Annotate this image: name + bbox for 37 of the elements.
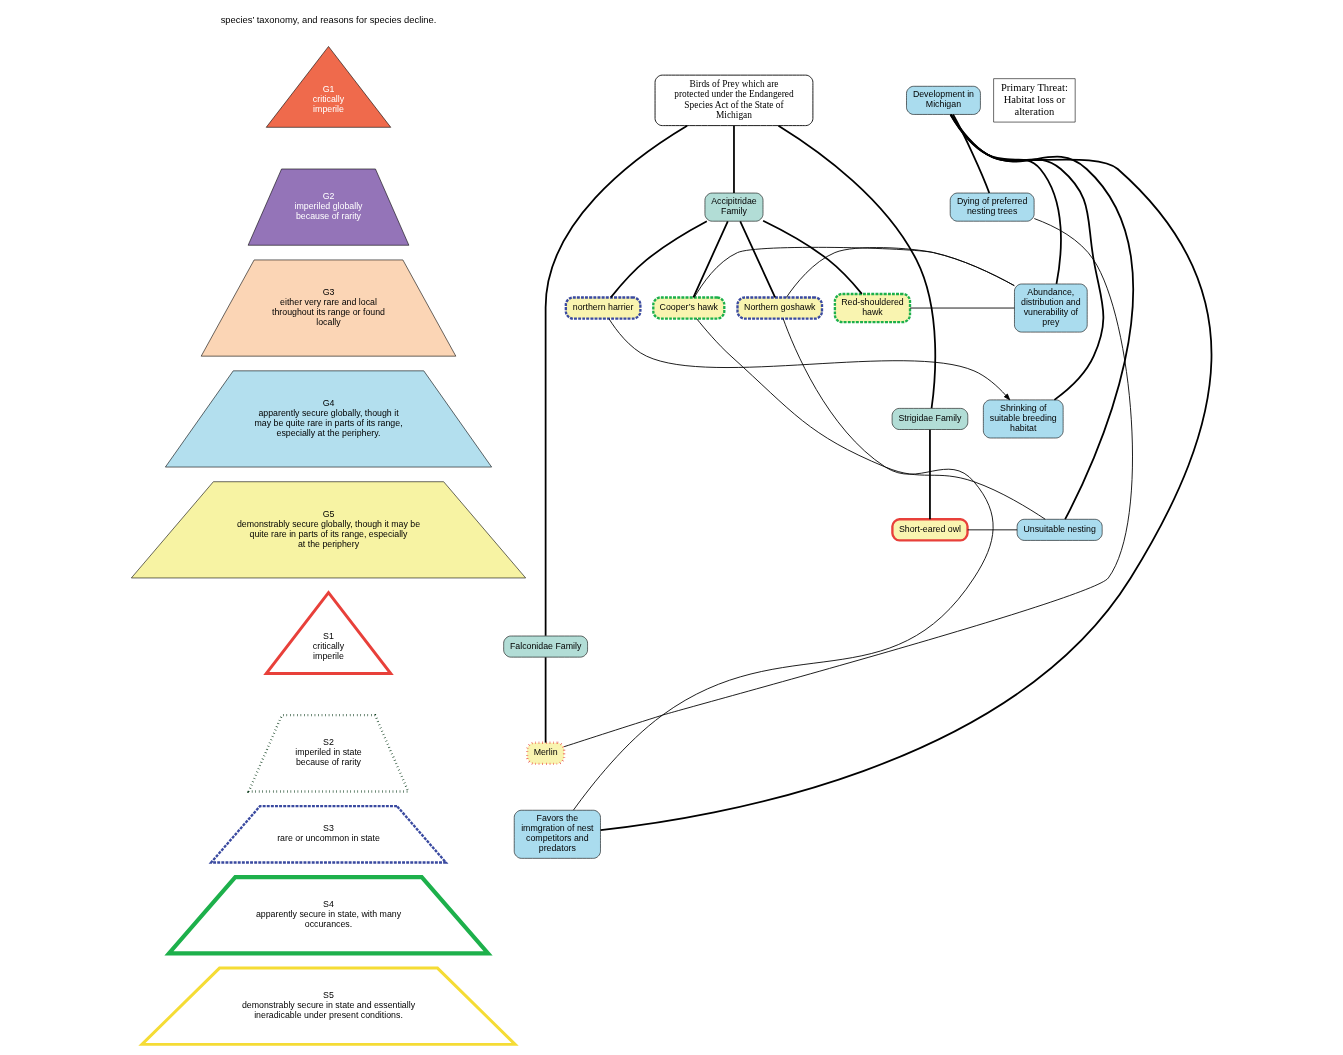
connector	[777, 124, 937, 410]
label: species’ taxonomy, and reasons for species decline.	[220, 15, 437, 26]
node-box: Dying of preferred nesting trees	[949, 192, 1035, 222]
connector	[733, 124, 735, 194]
node-box: Abundance, distribution and vunerability of prey	[1014, 283, 1088, 333]
connector	[909, 307, 1015, 309]
node-box: Cooper’s hawk	[652, 296, 726, 320]
connector	[762, 219, 863, 295]
node-box: Unsuitable nesting	[1016, 519, 1103, 541]
connector	[785, 247, 1015, 298]
node-box: Red-shouldered hawk	[833, 292, 912, 324]
node-box: Favors the immgration of nest competitors and predators	[513, 809, 601, 859]
connector	[544, 124, 689, 637]
connector	[573, 318, 994, 811]
connector	[599, 113, 1213, 831]
node-box: Strigidae Family	[891, 408, 969, 430]
node-box: Birds of Prey which are protected under the Endangered Species Act of the State of Michigan	[654, 74, 814, 127]
node-box: Primary Threat: Habitat loss or alteration	[993, 78, 1076, 123]
arrow	[608, 318, 1011, 401]
node-box: Short-eared owl	[891, 518, 969, 542]
node-box: Merlin	[525, 741, 566, 766]
connector	[692, 220, 729, 299]
node-box: northern harrier	[564, 296, 642, 320]
node-box: Accipitridae Family	[704, 192, 764, 222]
connector	[563, 218, 1133, 748]
connector	[696, 318, 1046, 520]
connector	[610, 220, 708, 299]
node-box: Falconidae Family	[503, 635, 588, 658]
node-box: Shrinking of suitable breeding habitat	[983, 399, 1064, 439]
connector	[929, 428, 931, 521]
connector	[693, 246, 1015, 298]
connector	[544, 656, 547, 744]
connector	[739, 220, 776, 299]
connector	[967, 529, 1018, 531]
connector	[952, 113, 991, 194]
node-box: Development in Michigan	[906, 86, 981, 115]
node-box: Northern goshawk	[736, 296, 824, 320]
